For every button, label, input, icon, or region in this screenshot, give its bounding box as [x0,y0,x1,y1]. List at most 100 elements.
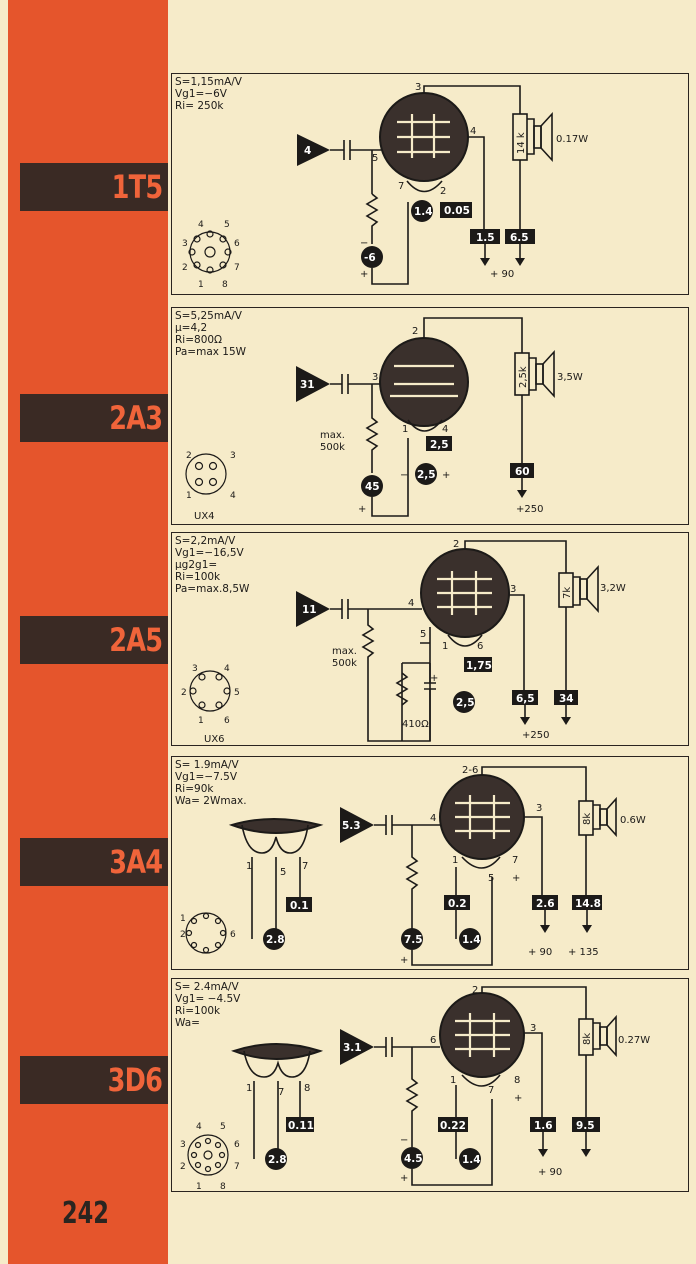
svg-text:3: 3 [180,1140,186,1150]
spec-line: Ri=100k [175,1005,221,1017]
svg-text:3: 3 [230,451,236,461]
pin-label: 8 [514,1075,520,1086]
filament-current-box [444,895,470,910]
spec-line: Ri=90k [175,783,214,795]
svg-text:7k: 7k [562,587,573,599]
svg-text:0.11: 0.11 [288,1120,314,1132]
pin-label: 3 [536,803,542,814]
svg-text:+: + [358,504,366,515]
anode-current-box [505,229,535,244]
svg-text:5: 5 [220,1122,226,1132]
spec-line: Ri= 250k [175,100,224,112]
svg-text:6: 6 [234,239,240,249]
anode-current-box [554,690,578,705]
svg-text:+250: +250 [522,730,549,741]
anode-current-box [510,463,534,478]
pin-label: 4 [430,813,436,824]
svg-text:+ 90: + 90 [528,947,552,958]
filament-current-box [440,202,472,218]
svg-text:7: 7 [234,263,240,273]
svg-text:2: 2 [180,930,186,940]
spec-line: Vg1= −4.5V [175,993,241,1005]
svg-text:7: 7 [302,861,308,872]
svg-text:1: 1 [246,861,252,872]
tube-tab-3d6: 3D6 [20,1056,168,1104]
input-amplifier-icon [296,366,330,402]
screen-current-box [530,1117,556,1132]
spec-line: Wa= [175,1017,200,1029]
svg-text:14 k: 14 k [516,132,527,154]
anode-current-box [572,1117,600,1132]
tube-name: 1T5 [111,168,162,206]
svg-text:8k: 8k [582,813,593,825]
pin-label: 2-6 [462,765,478,776]
spec-line: Wa= 2Wmax. [175,795,247,807]
svg-text:6,5: 6,5 [516,693,535,705]
tube-symbol [379,337,469,427]
svg-text:11: 11 [302,604,317,616]
svg-text:+250: +250 [516,504,543,515]
tube-name: 2A3 [108,399,163,437]
filament-current-box [438,1117,468,1132]
svg-text:2: 2 [180,1162,186,1172]
svg-text:60: 60 [515,466,530,478]
svg-text:+: + [360,269,368,280]
tube-name: 3D6 [107,1061,163,1099]
pin-label: 5 [488,873,494,884]
tube-specs: S= 2.4mA/V Vg1= −4.5V Ri=100k Wa= [175,981,240,1029]
pin-label: 2 [412,326,418,337]
svg-text:8: 8 [220,1182,226,1192]
svg-text:14.8: 14.8 [575,898,601,910]
svg-text:0.1: 0.1 [290,900,309,912]
circuit-panel-3a4: S= 1.9mA/V Vg1=−7.5V Ri=90k Wa= 2Wmax. 2… [171,756,689,970]
input-amplifier-icon [340,1029,374,1065]
svg-text:0.17W: 0.17W [556,134,588,145]
input-amplifier-icon [297,134,330,166]
svg-text:−: − [400,470,408,481]
filament-inset: 157 0.1 2.8 [228,818,324,950]
screen-current-box [512,690,538,705]
spec-line: Pa=max 15W [175,346,247,358]
svg-text:1.4: 1.4 [414,206,433,218]
svg-text:4: 4 [224,664,230,674]
svg-text:34: 34 [559,693,574,705]
svg-text:5: 5 [224,220,230,230]
filament-current-box [426,436,452,451]
svg-text:1: 1 [196,1182,202,1192]
spec-line: Vg1=−7.5V [175,771,238,783]
pin-label: 3 [415,82,421,93]
svg-text:1.4: 1.4 [462,1154,481,1166]
spec-line: S= 1.9mA/V [175,759,239,771]
pin-label: 6 [477,641,483,652]
svg-text:UX6: UX6 [204,734,225,745]
svg-text:1: 1 [246,1083,252,1094]
tube-tab-2a3: 2A3 [20,394,168,442]
svg-text:3,2W: 3,2W [600,583,626,594]
svg-text:2,5k: 2,5k [518,366,529,388]
svg-text:410Ω: 410Ω [402,719,429,730]
svg-text:max.: max. [332,646,357,657]
svg-text:1.5: 1.5 [476,232,495,244]
svg-text:+ 135: + 135 [568,947,599,958]
pin-label: 5 [420,629,426,640]
pin-label: 1 [402,424,408,435]
filament-voltage-badge [459,1148,481,1170]
pin-label: 4 [470,126,476,137]
svg-text:0.6W: 0.6W [620,815,646,826]
svg-text:2: 2 [182,263,188,273]
svg-text:500k: 500k [332,658,357,669]
pin-label: 2 [440,186,446,197]
grid-bias-badge [401,1147,423,1169]
svg-text:8: 8 [222,280,228,290]
svg-text:4: 4 [198,220,204,230]
svg-text:2,5: 2,5 [430,439,449,451]
pin-label: 4 [408,598,414,609]
svg-text:0.27W: 0.27W [618,1035,650,1046]
